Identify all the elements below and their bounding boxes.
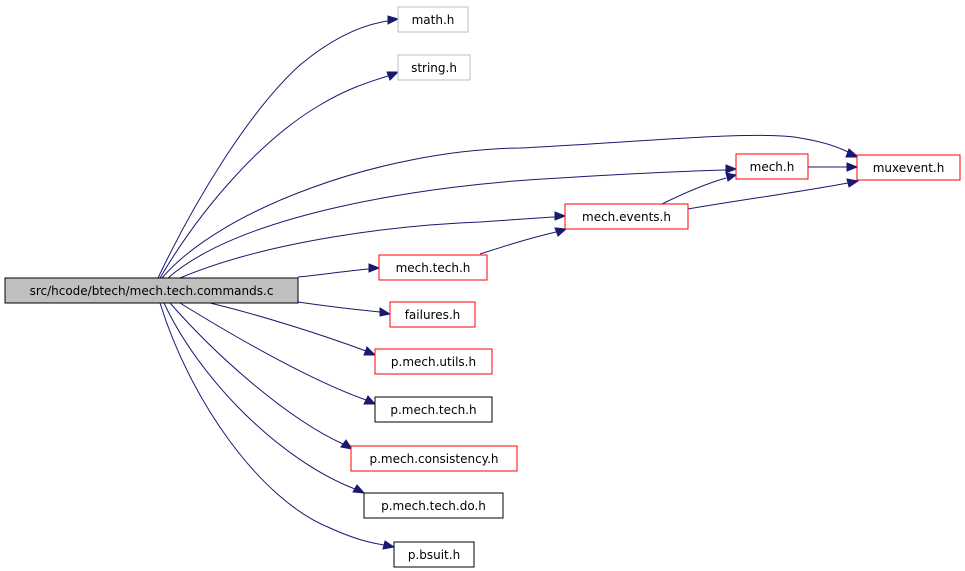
edge-root-to-string-arrow bbox=[386, 71, 400, 81]
node-label: string.h bbox=[411, 61, 457, 75]
edge-mech-tech-to-mech-events-arrow bbox=[554, 227, 568, 237]
node-label: math.h bbox=[412, 13, 455, 27]
node-math-h[interactable]: math.h bbox=[397, 6, 469, 33]
node-p-bsuit-h[interactable]: p.bsuit.h bbox=[393, 541, 475, 568]
node-label: p.mech.consistency.h bbox=[369, 452, 498, 466]
node-failures-h[interactable]: failures.h bbox=[389, 301, 476, 328]
edge-root-to-p-mech-consistency-arrow bbox=[340, 439, 354, 450]
edge-root-to-math bbox=[157, 20, 389, 279]
node-p-mech-tech-do-h[interactable]: p.mech.tech.do.h bbox=[363, 492, 504, 519]
edge-root-to-p-mech-tech-arrow bbox=[363, 395, 377, 405]
edge-root-to-p-mech-tech-do bbox=[163, 302, 356, 490]
node-label: muxevent.h bbox=[873, 161, 945, 175]
node-label: mech.tech.h bbox=[396, 261, 471, 275]
node-root-source-file[interactable]: src/hcode/btech/mech.tech.commands.c bbox=[4, 277, 299, 304]
edge-root-to-math-arrow bbox=[387, 15, 400, 25]
edge-root-to-mech-tech bbox=[297, 268, 370, 278]
edge-root-to-muxevent-arrow bbox=[845, 148, 860, 158]
node-layer: src/hcode/btech/mech.tech.commands.c mat… bbox=[4, 6, 961, 568]
edge-root-to-mech bbox=[167, 169, 727, 279]
edge-root-to-mech-events-arrow bbox=[554, 211, 567, 221]
edge-root-to-mech-events bbox=[179, 216, 556, 279]
node-string-h[interactable]: string.h bbox=[397, 54, 471, 81]
edge-mech-tech-to-mech-events bbox=[479, 231, 557, 255]
node-mech-events-h[interactable]: mech.events.h bbox=[564, 203, 689, 230]
node-label: failures.h bbox=[405, 308, 461, 322]
node-label: p.mech.tech.h bbox=[390, 403, 476, 417]
edge-root-to-p-mech-utils-arrow bbox=[363, 346, 377, 356]
edge-root-to-failures bbox=[297, 301, 381, 313]
node-label: mech.h bbox=[750, 160, 795, 174]
edge-root-to-string bbox=[159, 75, 389, 279]
node-mech-h[interactable]: mech.h bbox=[735, 153, 809, 180]
edge-root-to-p-mech-tech bbox=[179, 302, 367, 401]
node-mech-tech-h[interactable]: mech.tech.h bbox=[378, 254, 488, 281]
edge-root-to-failures-arrow bbox=[379, 307, 392, 317]
node-p-mech-utils-h[interactable]: p.mech.utils.h bbox=[374, 348, 493, 375]
node-p-mech-consistency-h[interactable]: p.mech.consistency.h bbox=[350, 445, 518, 472]
edge-mech-to-muxevent-arrow bbox=[846, 162, 859, 172]
edge-mech-events-to-mech-arrow bbox=[725, 172, 738, 182]
edge-root-to-p-mech-consistency bbox=[169, 302, 344, 445]
node-label: mech.events.h bbox=[582, 210, 671, 224]
edge-root-to-p-bsuit bbox=[159, 302, 385, 546]
edge-mech-events-to-muxevent-arrow bbox=[846, 178, 860, 188]
edge-root-to-mech-arrow bbox=[725, 164, 738, 174]
edge-root-to-muxevent bbox=[161, 134, 849, 279]
edge-layer bbox=[157, 15, 860, 550]
node-p-mech-tech-h[interactable]: p.mech.tech.h bbox=[374, 396, 493, 423]
edge-mech-events-to-mech bbox=[659, 177, 727, 206]
edge-root-to-p-mech-utils bbox=[209, 302, 367, 352]
edge-mech-events-to-muxevent bbox=[687, 182, 849, 210]
node-label: p.bsuit.h bbox=[408, 548, 460, 562]
edge-root-to-p-mech-tech-do-arrow bbox=[352, 484, 366, 494]
node-label: p.mech.utils.h bbox=[391, 355, 476, 369]
edge-root-to-p-bsuit-arrow bbox=[382, 540, 396, 550]
node-label: src/hcode/btech/mech.tech.commands.c bbox=[30, 284, 274, 298]
edge-root-to-mech-tech-arrow bbox=[368, 263, 381, 273]
node-muxevent-h[interactable]: muxevent.h bbox=[856, 154, 961, 181]
node-label: p.mech.tech.do.h bbox=[381, 499, 486, 513]
